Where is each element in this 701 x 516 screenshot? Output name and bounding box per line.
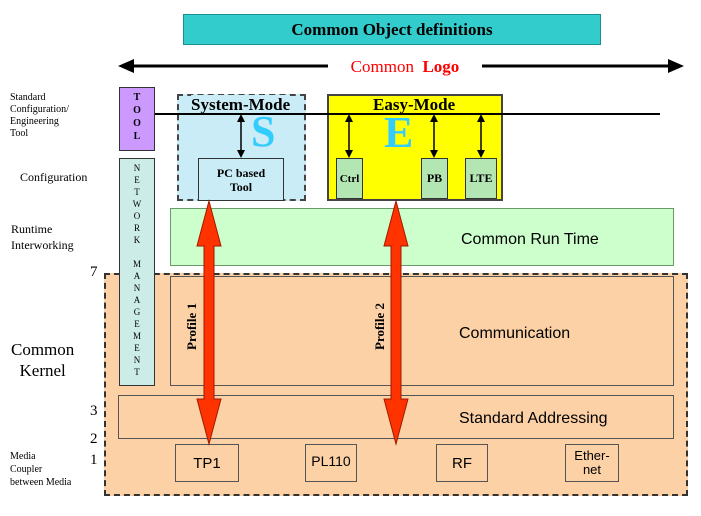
network-management-letter: E (134, 175, 140, 185)
easy-mode-box: Easy-Mode E (327, 94, 503, 201)
layer-number-3: 3 (90, 403, 98, 419)
pb-label: PB (426, 171, 443, 185)
system-mode-letter: S (251, 107, 276, 156)
network-management-letter: W (132, 199, 142, 209)
label-interworking: Interworking (11, 238, 74, 252)
standard-addressing-layer: Standard Addressing (118, 395, 674, 439)
lte-label: LTE (469, 171, 493, 185)
communication-layer: Communication (170, 276, 674, 386)
common-object-definitions-label: Common Object definitions (291, 19, 493, 39)
network-management-letter: N (133, 355, 141, 365)
ctrl-box: Ctrl (336, 158, 363, 199)
layer-number-1: 1 (90, 452, 98, 468)
common-run-time-layer: Common Run Time (170, 208, 674, 266)
media-ethernet-label-1: Ether- (574, 448, 610, 463)
label-standard-config-2: Configuration/ (10, 104, 69, 115)
network-management-letter: O (133, 211, 141, 221)
network-management-letter: A (133, 271, 141, 281)
tool-letter: O (133, 105, 141, 116)
network-management-letter: E (134, 319, 140, 329)
pc-based-tool-label-1: PC based (216, 165, 266, 180)
network-management-letter: K (133, 235, 141, 245)
common-logo-arrowhead-right (668, 59, 684, 73)
network-management-letter: A (133, 295, 141, 305)
common-logo-arrowhead-left (118, 59, 134, 73)
tool-letter: T (133, 92, 141, 103)
tool-letter: O (133, 118, 141, 129)
network-management-letter: E (134, 343, 140, 353)
label-runtime-interworking: Runtime Interworking (11, 221, 74, 253)
tool-letter: L (133, 131, 141, 142)
common-logo-word-common: Common (350, 57, 414, 76)
ctrl-label: Ctrl (339, 172, 360, 185)
lte-box: LTE (465, 158, 497, 199)
label-media: Media (10, 451, 36, 462)
layer-number-2: 2 (90, 431, 98, 447)
network-management-letter: G (133, 307, 141, 317)
easy-mode-title: Easy-Mode (373, 95, 456, 114)
label-configuration: Configuration (20, 170, 88, 184)
network-management-letter (136, 246, 138, 258)
label-media-coupler: Media Coupler between Media (10, 450, 71, 489)
label-runtime: Runtime (11, 222, 53, 236)
media-tp1-label: TP1 (193, 454, 221, 472)
system-mode-title: System-Mode (191, 95, 291, 115)
label-standard-config-4: Tool (10, 128, 29, 139)
media-pl110-label: PL110 (311, 453, 351, 469)
label-between-media: between Media (10, 477, 72, 488)
standard-addressing-label: Standard Addressing (459, 410, 608, 427)
media-rf-label: RF (452, 454, 472, 472)
network-management-letter: T (134, 367, 140, 377)
pc-based-tool-label-2: Tool (229, 179, 253, 194)
media-ethernet-label-2: net (582, 462, 602, 477)
media-ethernet: Ether- net (565, 444, 619, 482)
label-standard-config-3: Engineering (10, 116, 59, 127)
network-management-letter: T (134, 187, 140, 197)
network-management-letter: R (133, 223, 140, 233)
media-rf: RF (436, 444, 488, 482)
media-tp1: TP1 (175, 444, 239, 482)
network-management-letter: M (132, 331, 141, 341)
common-logo-word-logo: Logo (422, 57, 460, 76)
pb-box: PB (421, 158, 448, 199)
network-management-letter: N (133, 163, 141, 173)
communication-label: Communication (459, 325, 571, 342)
network-management-letter: N (133, 283, 141, 293)
common-run-time-label: Common Run Time (461, 231, 599, 248)
layer-number-7: 7 (90, 264, 98, 280)
label-common-kernel: Common Kernel (11, 339, 74, 381)
common-logo-label: Common Logo (330, 57, 480, 77)
label-kernel: Kernel (19, 361, 66, 380)
label-coupler: Coupler (10, 464, 43, 475)
network-management-letter: M (132, 259, 141, 269)
label-standard-config: Standard Configuration/ Engineering Tool (10, 92, 69, 140)
label-standard-config-1: Standard (10, 92, 46, 103)
common-object-definitions-box: Common Object definitions (183, 14, 601, 45)
media-pl110: PL110 (305, 444, 357, 482)
easy-mode-letter: E (384, 108, 414, 157)
label-common: Common (11, 340, 75, 359)
pc-based-tool-box: PC based Tool (198, 158, 284, 201)
